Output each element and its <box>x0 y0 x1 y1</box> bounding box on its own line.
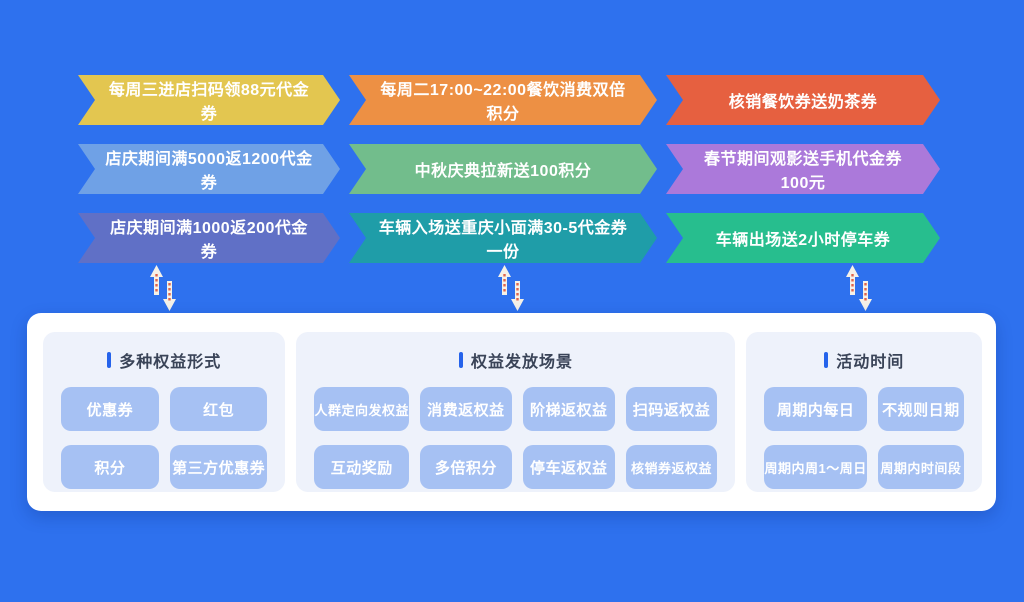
section-activity-time: 活动时间 周期内每日 不规则日期 周期内周1～周日 周期内时间段 <box>746 332 982 492</box>
banner-row-1: 每周三进店扫码领88元代金券 每周二17:00~22:00餐饮消费双倍积分 核销… <box>78 75 940 125</box>
section-title: 多种权益形式 <box>61 348 267 372</box>
up-down-arrows-icon <box>150 265 176 311</box>
up-down-arrows-icon <box>846 265 872 311</box>
scenario-tag: 停车返权益 <box>522 445 615 489</box>
campaign-banner: 每周二17:00~22:00餐饮消费双倍积分 <box>349 75 657 125</box>
title-accent-bar <box>824 352 829 368</box>
tag-grid: 优惠券 红包 积分 第三方优惠券 <box>61 387 268 489</box>
scenario-tag: 消费返权益 <box>419 387 512 431</box>
time-tag: 不规则日期 <box>877 387 964 431</box>
section-title-text: 活动时间 <box>836 354 905 371</box>
benefit-tag: 第三方优惠券 <box>169 445 268 489</box>
section-title-text: 多种权益形式 <box>119 354 222 371</box>
scenario-tag: 扫码返权益 <box>625 387 718 431</box>
section-issuance-scenarios: 权益发放场景 人群定向发权益 消费返权益 阶梯返权益 扫码返权益 互动奖励 多倍… <box>296 332 736 492</box>
tag-grid: 周期内每日 不规则日期 周期内周1～周日 周期内时间段 <box>764 387 964 489</box>
scenario-tag: 核销券返权益 <box>625 445 718 489</box>
time-tag: 周期内每日 <box>764 387 867 431</box>
banner-row-3: 店庆期间满1000返200代金券 车辆入场送重庆小面满30-5代金券一份 车辆出… <box>78 213 940 263</box>
benefit-tag: 红包 <box>169 387 268 431</box>
title-accent-bar <box>458 352 463 368</box>
time-tag: 周期内周1～周日 <box>764 445 867 489</box>
tag-grid: 人群定向发权益 消费返权益 阶梯返权益 扫码返权益 互动奖励 多倍积分 停车返权… <box>314 387 718 489</box>
campaign-banner: 车辆入场送重庆小面满30-5代金券一份 <box>349 213 657 263</box>
section-title: 活动时间 <box>764 348 964 372</box>
banner-row-2: 店庆期间满5000返1200代金券 中秋庆典拉新送100积分 春节期间观影送手机… <box>78 144 940 194</box>
section-title: 权益发放场景 <box>314 348 717 372</box>
campaign-banner-rows: 每周三进店扫码领88元代金券 每周二17:00~22:00餐饮消费双倍积分 核销… <box>78 75 940 282</box>
up-down-arrows-icon <box>498 265 524 311</box>
benefit-tag: 积分 <box>61 445 159 489</box>
campaign-banner: 店庆期间满1000返200代金券 <box>78 213 340 263</box>
scenario-tag: 人群定向发权益 <box>314 387 409 431</box>
campaign-banner: 春节期间观影送手机代金券100元 <box>666 144 940 194</box>
campaign-banner: 店庆期间满5000返1200代金券 <box>78 144 340 194</box>
title-accent-bar <box>107 352 112 368</box>
benefits-summary-panel: 多种权益形式 优惠券 红包 积分 第三方优惠券 权益发放场景 人群定向发权益 消… <box>27 313 996 511</box>
scenario-tag: 阶梯返权益 <box>522 387 615 431</box>
section-benefit-forms: 多种权益形式 优惠券 红包 积分 第三方优惠券 <box>43 332 286 492</box>
scenario-tag: 互动奖励 <box>314 445 409 489</box>
campaign-banner: 每周三进店扫码领88元代金券 <box>78 75 340 125</box>
campaign-banner: 车辆出场送2小时停车券 <box>666 213 940 263</box>
campaign-banner: 核销餐饮券送奶茶券 <box>666 75 940 125</box>
section-title-text: 权益发放场景 <box>470 354 573 371</box>
benefit-tag: 优惠券 <box>61 387 159 431</box>
time-tag: 周期内时间段 <box>877 445 964 489</box>
campaign-banner: 中秋庆典拉新送100积分 <box>349 144 657 194</box>
scenario-tag: 多倍积分 <box>419 445 512 489</box>
